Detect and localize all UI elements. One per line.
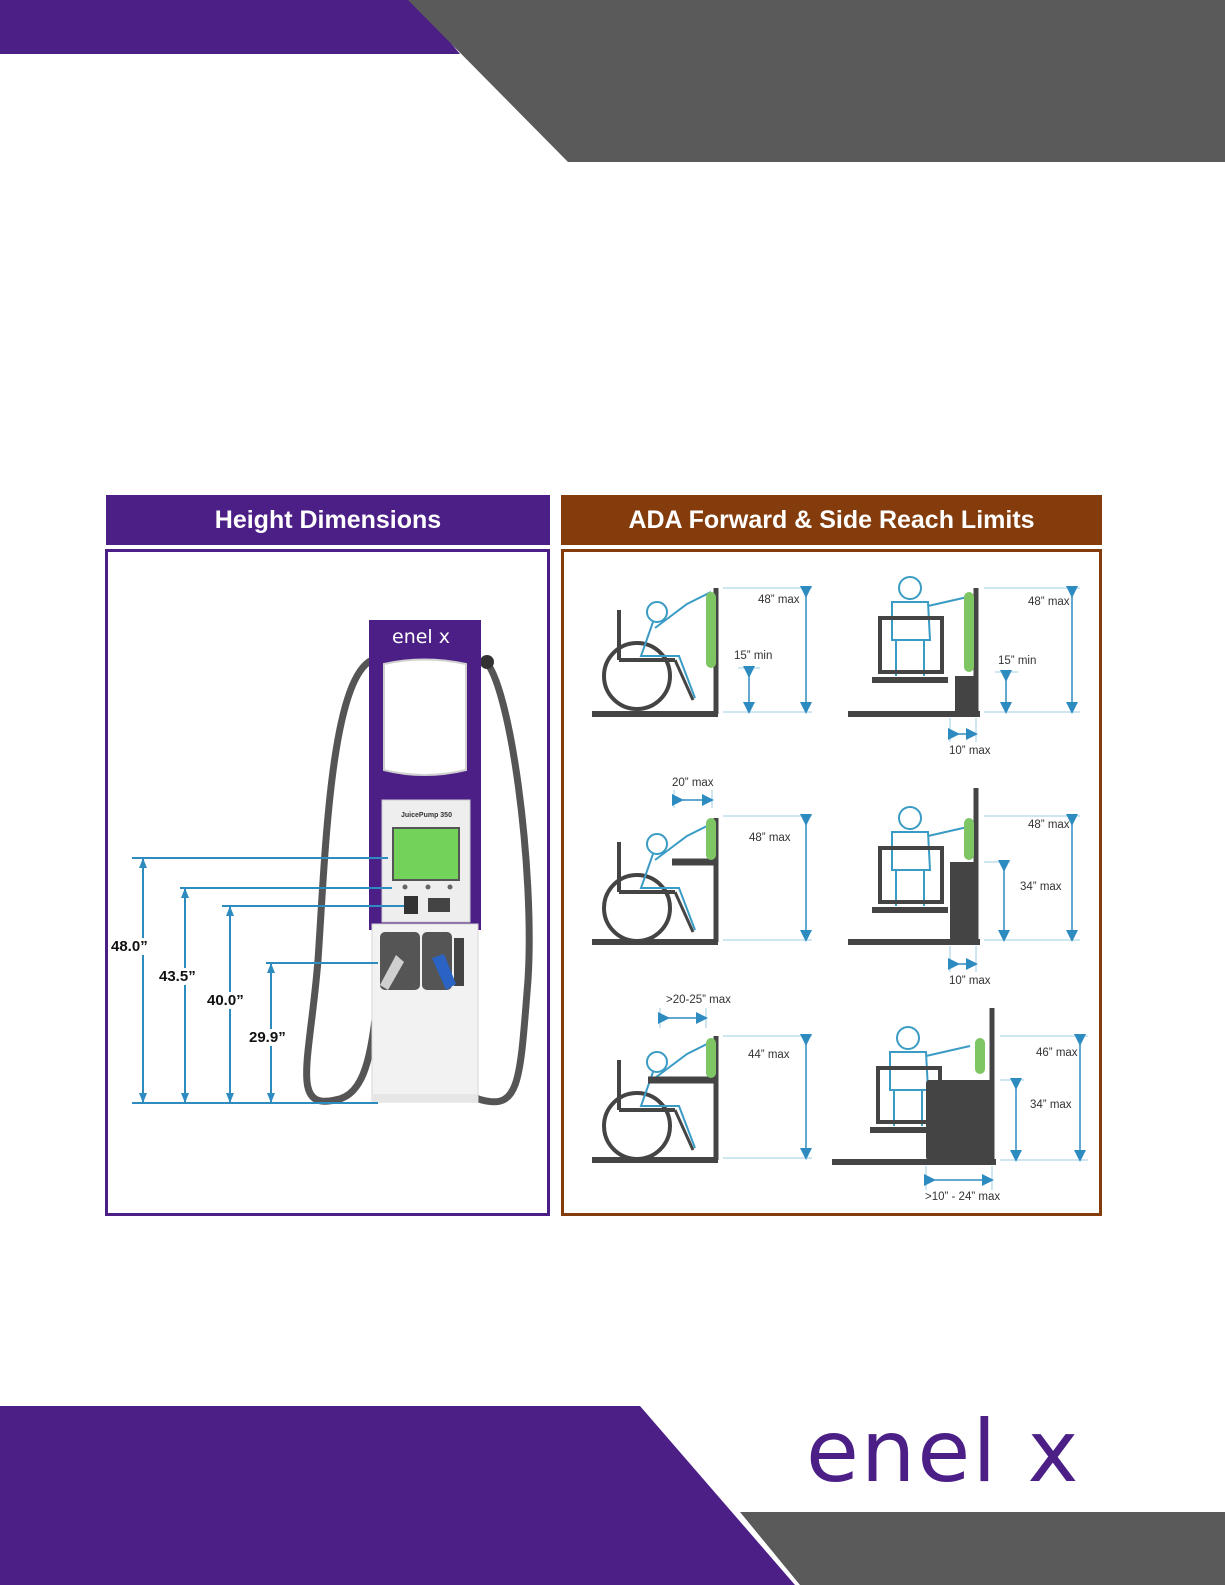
ada-label: 48” max — [1028, 819, 1070, 831]
ada-side-obstructed-10 — [848, 788, 1080, 972]
ada-label: >10” - 24” max — [925, 1191, 1000, 1203]
ada-label: 48” max — [749, 832, 791, 844]
ada-label: 10” max — [949, 745, 991, 757]
ada-forward-obstructed-20 — [592, 790, 812, 942]
ada-label: 34” max — [1030, 1099, 1072, 1111]
ada-forward-unobstructed — [592, 588, 812, 714]
ada-label: 44” max — [748, 1049, 790, 1061]
ada-label: 10” max — [949, 975, 991, 987]
ada-label: 15” min — [998, 655, 1036, 667]
ada-label: 15” min — [734, 650, 772, 662]
ada-label: >20-25” max — [666, 994, 731, 1006]
ada-label: 46” max — [1036, 1047, 1078, 1059]
ada-label: 48” max — [758, 594, 800, 606]
ada-label: 48” max — [1028, 596, 1070, 608]
ada-forward-obstructed-25 — [592, 1008, 812, 1160]
ada-label: 34” max — [1020, 881, 1062, 893]
ada-label: 20” max — [672, 777, 714, 789]
enel-x-logo: enel x — [806, 1402, 1080, 1502]
